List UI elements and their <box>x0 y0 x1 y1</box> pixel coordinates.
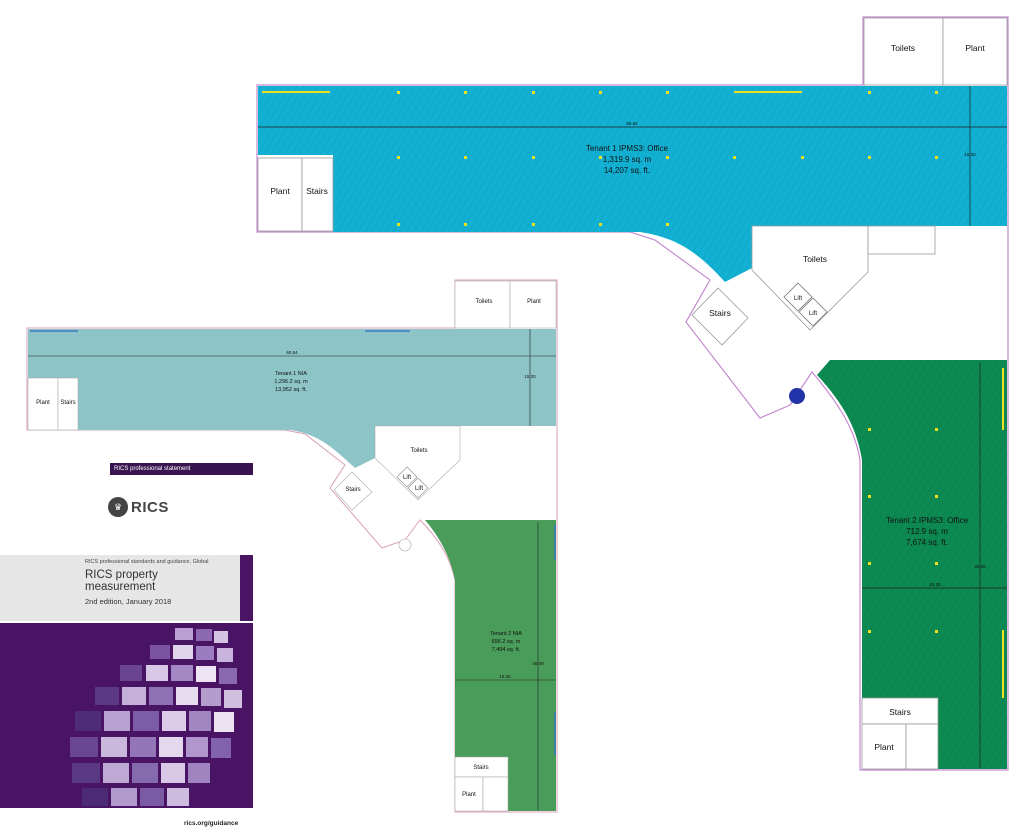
cover-band: RICS professional statement <box>110 463 253 475</box>
large-floor-plan: Toilets Plant Plant Stairs Toilets Lift … <box>256 16 1009 771</box>
small-tenant1-title: Tenant 1 NIA <box>275 371 307 377</box>
small-dim-4: 15.25 <box>499 674 511 679</box>
large-label-stairs-core: Stairs <box>709 308 731 318</box>
large-stairs-core-room <box>691 287 749 346</box>
large-tenant1-sqft: 14,207 sq. ft. <box>604 166 650 175</box>
small-stairs-core-room <box>333 471 373 511</box>
small-tenant2-sqm: 696.2 sq. m <box>492 639 521 645</box>
large-yellow-markers <box>262 91 1004 698</box>
cover-title: RICS property measurement <box>85 569 158 593</box>
large-lift-2 <box>798 297 828 327</box>
cover-url: rics.org/guidance <box>184 820 239 827</box>
small-plant-left-room <box>27 377 59 431</box>
large-label-lift-2: Lift <box>809 311 817 317</box>
large-tenant1-sqm: 1,319.9 sq. m <box>603 155 652 164</box>
large-label-plant-top: Plant <box>965 43 985 53</box>
sphere-graphic <box>70 628 242 806</box>
cover-logo: ♛ RICS <box>108 497 169 517</box>
small-label-toilets-top: Toilets <box>475 299 492 305</box>
small-core-door <box>398 538 412 552</box>
small-stairs-left-room <box>57 377 79 431</box>
large-label-lift-1: Lift <box>794 296 802 302</box>
small-lift-1 <box>396 466 418 488</box>
large-tenant1-title: Tenant 1 IPMS3: Office <box>586 144 669 153</box>
tenant2-small-area <box>425 520 556 811</box>
large-dim-4: 15.25 <box>929 582 941 587</box>
small-label-plant-top: Plant <box>527 299 541 305</box>
small-dim-1: 60.54 <box>286 350 298 355</box>
small-toilets-top-room <box>454 280 511 329</box>
large-label-stairs-left: Stairs <box>306 186 328 196</box>
cover-grey-panel <box>0 555 240 621</box>
large-dim-1: 60.54 <box>626 121 638 126</box>
large-plant-left-room <box>257 157 303 232</box>
cover-purple-strip <box>240 555 253 621</box>
large-label-toilets-core: Toilets <box>803 254 827 264</box>
rics-cover: RICS professional statement ♛ RICS RICS … <box>0 463 253 808</box>
small-tenant1-sqft: 13,952 sq. ft. <box>275 387 307 393</box>
small-label-plant-bottom: Plant <box>462 792 476 798</box>
large-lift-1 <box>783 282 813 312</box>
small-plant-bottom-room <box>454 776 484 812</box>
large-tenant2-sqm: 712.9 sq. m <box>906 527 948 536</box>
tenant2-large-area <box>817 360 1007 769</box>
large-core-side-room <box>867 225 936 255</box>
cover-subtitle: RICS professional standards and guidance… <box>85 559 209 565</box>
large-stairs-left-room <box>301 157 334 232</box>
small-floor-plan: Toilets Plant Plant Stairs Toilets Lift … <box>26 279 558 813</box>
small-lift-2 <box>407 477 429 499</box>
small-dim-3: 45.09 <box>532 661 544 666</box>
cover-logo-text: RICS <box>131 498 169 516</box>
large-tenant2-title: Tenant 2 IPMS3: Office <box>886 516 969 525</box>
tenant1-large-area <box>258 86 1007 282</box>
large-bottom-side-room <box>905 723 939 770</box>
large-column-dots <box>397 91 938 633</box>
lion-icon: ♛ <box>108 497 128 517</box>
cover-title-line2: measurement <box>85 581 156 593</box>
small-label-stairs-left: Stairs <box>60 400 75 406</box>
large-stairs-bottom-room <box>861 697 939 725</box>
small-label-stairs-core: Stairs <box>345 487 360 493</box>
large-core-door <box>789 388 805 404</box>
small-dim-2: 15.30 <box>524 374 536 379</box>
small-tenant2-title: Tenant 2 NIA <box>490 631 522 637</box>
large-plant-top-room <box>942 17 1008 86</box>
small-blue-markers <box>30 330 556 755</box>
small-bottom-side-room <box>482 776 509 812</box>
large-label-stairs-bottom: Stairs <box>889 707 911 717</box>
cover-title-line1: RICS property <box>85 569 158 581</box>
small-label-lift-2: Lift <box>415 486 423 492</box>
large-toilets-core-room <box>751 225 869 331</box>
small-toilets-core-room <box>374 425 461 501</box>
tenant1-small-area <box>28 329 556 468</box>
sphere-tiles <box>70 628 242 806</box>
large-label-plant-bottom: Plant <box>874 742 894 752</box>
large-toilets-top-room <box>863 17 944 86</box>
small-plant-top-room <box>509 280 557 329</box>
large-dim-3: 45.09 <box>974 564 986 569</box>
large-label-toilets-top: Toilets <box>891 43 915 53</box>
large-tenant2-sqft: 7,674 sq. ft. <box>906 538 948 547</box>
small-label-toilets-core: Toilets <box>410 448 427 454</box>
large-label-plant-left: Plant <box>270 186 290 196</box>
small-tenant1-sqm: 1,296.2 sq. m <box>274 379 308 385</box>
large-dim-2: 15.30 <box>964 152 976 157</box>
cover-sphere-panel <box>0 623 253 808</box>
small-label-plant-left: Plant <box>36 400 50 406</box>
small-tenant2-sqft: 7,494 sq. ft. <box>492 647 521 653</box>
cover-edition: 2nd edition, January 2018 <box>85 597 172 606</box>
small-label-lift-1: Lift <box>403 475 411 481</box>
small-label-stairs-bottom: Stairs <box>473 765 488 771</box>
